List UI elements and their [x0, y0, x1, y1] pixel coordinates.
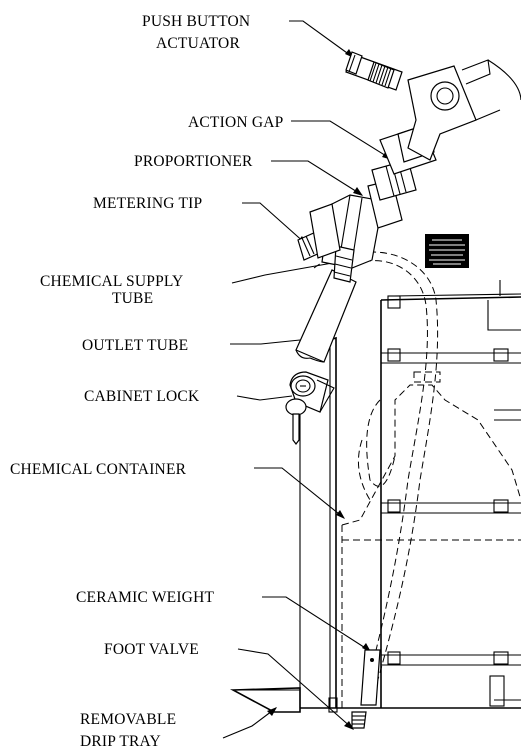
cabinet-lock — [285, 371, 335, 445]
label-outlet-tube: OUTLET TUBE — [82, 337, 188, 354]
leader-chemical-supply-tube — [231, 261, 339, 284]
label-action-gap: ACTION GAP — [188, 114, 283, 131]
leader-outlet-tube — [230, 339, 301, 345]
foot-valve — [351, 711, 367, 729]
cabinet — [299, 280, 521, 713]
outlet-tube — [295, 269, 357, 363]
key-head — [285, 398, 307, 416]
label-ceramic-weight: CERAMIC WEIGHT — [76, 589, 214, 606]
leader-push-button — [289, 20, 355, 59]
leader-metering-tip — [242, 202, 307, 245]
leader-lines — [222, 20, 392, 739]
pivot-hole — [430, 81, 460, 111]
label-metering-tip: METERING TIP — [93, 195, 202, 212]
drip-tray — [229, 687, 301, 713]
arrowhead-chemical-container — [336, 510, 345, 519]
label-chemical-supply-tube-line1: CHEMICAL SUPPLY — [40, 273, 183, 290]
leader-foot-valve — [237, 648, 353, 729]
leader-ceramic-weight — [262, 596, 371, 652]
key-blade — [292, 413, 300, 445]
warning-label — [425, 234, 469, 268]
label-removable-drip-tray-line1: REMOVABLE — [80, 711, 176, 728]
label-chemical-container: CHEMICAL CONTAINER — [10, 461, 187, 478]
arrowhead-proportioner — [353, 187, 363, 196]
label-chemical-supply-tube-line2: TUBE — [112, 290, 153, 307]
cabinet-top-edge — [380, 296, 521, 301]
label-push-button-actuator-line2: ACTUATOR — [156, 35, 240, 52]
leader-cabinet-lock — [236, 395, 293, 401]
chemical-container-outline — [341, 371, 521, 709]
leader-drip-tray — [222, 707, 277, 739]
cabinet-top-inner — [393, 293, 521, 297]
ceramic-weight — [360, 649, 381, 706]
actuator-bracket — [407, 65, 477, 161]
leader-chemical-container — [254, 467, 345, 519]
container-cap — [413, 371, 441, 383]
label-push-button-actuator-line1: PUSH BUTTON — [142, 13, 250, 30]
label-cabinet-lock: CABINET LOCK — [84, 388, 200, 405]
push-button-actuator — [345, 51, 521, 161]
label-foot-valve: FOOT VALVE — [104, 641, 199, 658]
leader-action-gap — [291, 120, 392, 160]
label-removable-drip-tray-line2: DRIP TRAY — [80, 733, 161, 750]
leader-proportioner — [271, 160, 363, 196]
label-proportioner: PROPORTIONER — [134, 153, 253, 170]
callout-labels: PUSH BUTTON ACTUATOR ACTION GAP PROPORTI… — [10, 13, 283, 750]
